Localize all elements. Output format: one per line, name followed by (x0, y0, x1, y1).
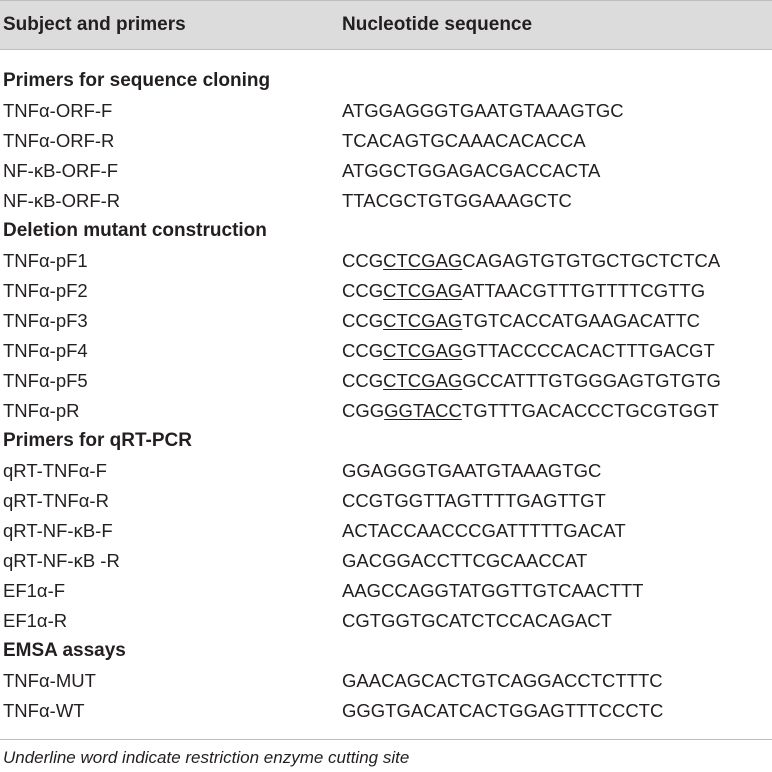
primer-name: TNFα-pF1 (3, 250, 88, 271)
table-row: TNFα-pF2 CCGCTCGAGATTAACGTTTGTTTTCGTTG (0, 276, 772, 306)
primer-sequence: TTACGCTGTGGAAAGCTC (342, 186, 572, 216)
sequence-prefix: ATGGAGGGTGAATGTAAAGTGC (342, 100, 624, 121)
section-row: EMSA assays (0, 636, 772, 666)
restriction-site: CTCGAG (383, 250, 463, 271)
table-row: EF1α-F AAGCCAGGTATGGTTGTCAACTTT (0, 576, 772, 606)
primer-sequence: CCGCTCGAGATTAACGTTTGTTTTCGTTG (342, 276, 705, 306)
table-row: TNFα-pF3 CCGCTCGAGTGTCACCATGAAGACATTC (0, 306, 772, 336)
sequence-prefix: CGG (342, 400, 385, 421)
primer-name: qRT-NF-κB -R (3, 550, 120, 571)
sequence-suffix: TGTCACCATGAAGACATTC (462, 310, 701, 331)
sequence-prefix: CGTGGTGCATCTCCACAGACT (342, 610, 612, 631)
table-row: TNFα-MUT GAACAGCACTGTCAGGACCTCTTTC (0, 666, 772, 696)
sequence-prefix: CCG (342, 250, 384, 271)
sequence-prefix: GGAGGGTGAATGTAAAGTGC (342, 460, 602, 481)
primer-name: TNFα-ORF-R (3, 130, 115, 151)
table-footnote: Underline word indicate restriction enzy… (3, 748, 410, 767)
restriction-site: CTCGAG (383, 370, 463, 391)
primer-sequence: CGTGGTGCATCTCCACAGACT (342, 606, 612, 636)
primer-sequence: TCACAGTGCAAACACACCA (342, 126, 586, 156)
primer-name: TNFα-ORF-F (3, 100, 113, 121)
primer-sequence: GACGGACCTTCGCAACCAT (342, 546, 587, 576)
section-row: Deletion mutant construction (0, 216, 772, 246)
sequence-prefix: GGGTGACATCACTGGAGTTTCCCTC (342, 700, 664, 721)
primer-sequence: CCGCTCGAGCAGAGTGTGTGCTGCTCTCA (342, 246, 720, 276)
sequence-suffix: ATTAACGTTTGTTTTCGTTG (462, 280, 706, 301)
table-row: TNFα-ORF-R TCACAGTGCAAACACACCA (0, 126, 772, 156)
primer-name: TNFα-pF3 (3, 310, 88, 331)
sequence-prefix: CCG (342, 310, 384, 331)
primer-name: EF1α-R (3, 610, 68, 631)
sequence-prefix: ATGGCTGGAGACGACCACTA (342, 160, 601, 181)
primer-table: Subject and primers Nucleotide sequence … (0, 0, 772, 721)
sequence-prefix: AAGCCAGGTATGGTTGTCAACTTT (342, 580, 644, 601)
primer-sequence: GGGTGACATCACTGGAGTTTCCCTC (342, 696, 663, 726)
sequence-suffix: CAGAGTGTGTGCTGCTCTCA (462, 250, 721, 271)
sequence-suffix: GTTACCCCACACTTTGACGT (462, 340, 715, 361)
sequence-prefix: TTACGCTGTGGAAAGCTC (342, 190, 572, 211)
section-title: EMSA assays (3, 640, 126, 661)
header-sequence: Nucleotide sequence (342, 14, 533, 35)
primer-sequence: GGAGGGTGAATGTAAAGTGC (342, 456, 601, 486)
sequence-prefix: CCGTGGTTAGTTTTGAGTTGT (342, 490, 606, 511)
table-row: qRT-TNFα-R CCGTGGTTAGTTTTGAGTTGT (0, 486, 772, 516)
section-title: Deletion mutant construction (3, 220, 267, 241)
sequence-prefix: TCACAGTGCAAACACACCA (342, 130, 586, 151)
primer-sequence: ATGGCTGGAGACGACCACTA (342, 156, 600, 186)
table-header: Subject and primers Nucleotide sequence (0, 0, 772, 50)
primer-name: TNFα-WT (3, 700, 85, 721)
table-row: TNFα-WT GGGTGACATCACTGGAGTTTCCCTC (0, 696, 772, 726)
table-bottom-rule (0, 739, 772, 740)
primer-name: TNFα-pF5 (3, 370, 88, 391)
table-row: TNFα-pF5 CCGCTCGAGGCCATTTGTGGGAGTGTGTG (0, 366, 772, 396)
sequence-prefix: CCG (342, 340, 384, 361)
table-row: NF-κB-ORF-R TTACGCTGTGGAAAGCTC (0, 186, 772, 216)
table-row: TNFα-ORF-F ATGGAGGGTGAATGTAAAGTGC (0, 96, 772, 126)
primer-name: NF-κB-ORF-F (3, 160, 119, 181)
table-row: TNFα-pR CGGGGTACCTGTTTGACACCCTGCGTGGT (0, 396, 772, 426)
primer-name: qRT-TNFα-F (3, 460, 107, 481)
primer-sequence: ATGGAGGGTGAATGTAAAGTGC (342, 96, 624, 126)
primer-sequence: CGGGGTACCTGTTTGACACCCTGCGTGGT (342, 396, 719, 426)
primer-name: NF-κB-ORF-R (3, 190, 121, 211)
sequence-suffix: TGTTTGACACCCTGCGTGGT (461, 400, 719, 421)
sequence-prefix: ACTACCAACCCGATTTTTGACAT (342, 520, 626, 541)
table-row: EF1α-R CGTGGTGCATCTCCACAGACT (0, 606, 772, 636)
primer-name: TNFα-MUT (3, 670, 96, 691)
table-row: NF-κB-ORF-F ATGGCTGGAGACGACCACTA (0, 156, 772, 186)
restriction-site: CTCGAG (383, 310, 463, 331)
sequence-prefix: CCG (342, 370, 384, 391)
table-row: qRT-NF-κB -R GACGGACCTTCGCAACCAT (0, 546, 772, 576)
table-row: TNFα-pF1 CCGCTCGAGCAGAGTGTGTGCTGCTCTCA (0, 246, 772, 276)
sequence-suffix: GCCATTTGTGGGAGTGTGTG (462, 370, 721, 391)
restriction-site: CTCGAG (383, 340, 463, 361)
restriction-site: GGTACC (384, 400, 462, 421)
restriction-site: CTCGAG (383, 280, 463, 301)
primer-sequence: CCGCTCGAGGCCATTTGTGGGAGTGTGTG (342, 366, 721, 396)
primer-sequence: CCGTGGTTAGTTTTGAGTTGT (342, 486, 606, 516)
primer-sequence: CCGCTCGAGTGTCACCATGAAGACATTC (342, 306, 700, 336)
primer-sequence: ACTACCAACCCGATTTTTGACAT (342, 516, 626, 546)
section-title: Primers for sequence cloning (3, 70, 271, 91)
primer-name: EF1α-F (3, 580, 66, 601)
primer-name: qRT-NF-κB-F (3, 520, 113, 541)
section-title: Primers for qRT-PCR (3, 430, 192, 451)
primer-name: qRT-TNFα-R (3, 490, 109, 511)
table-row: qRT-NF-κB-F ACTACCAACCCGATTTTTGACAT (0, 516, 772, 546)
sequence-prefix: GACGGACCTTCGCAACCAT (342, 550, 588, 571)
header-subject: Subject and primers (3, 14, 186, 35)
primer-sequence: GAACAGCACTGTCAGGACCTCTTTC (342, 666, 663, 696)
primer-name: TNFα-pF4 (3, 340, 88, 361)
table-row: TNFα-pF4 CCGCTCGAGGTTACCCCACACTTTGACGT (0, 336, 772, 366)
section-row: Primers for sequence cloning (0, 66, 772, 96)
sequence-prefix: GAACAGCACTGTCAGGACCTCTTTC (342, 670, 663, 691)
section-row: Primers for qRT-PCR (0, 426, 772, 456)
table-row: qRT-TNFα-F GGAGGGTGAATGTAAAGTGC (0, 456, 772, 486)
primer-name: TNFα-pF2 (3, 280, 88, 301)
primer-name: TNFα-pR (3, 400, 80, 421)
sequence-prefix: CCG (342, 280, 384, 301)
primer-sequence: AAGCCAGGTATGGTTGTCAACTTT (342, 576, 643, 606)
primer-sequence: CCGCTCGAGGTTACCCCACACTTTGACGT (342, 336, 715, 366)
